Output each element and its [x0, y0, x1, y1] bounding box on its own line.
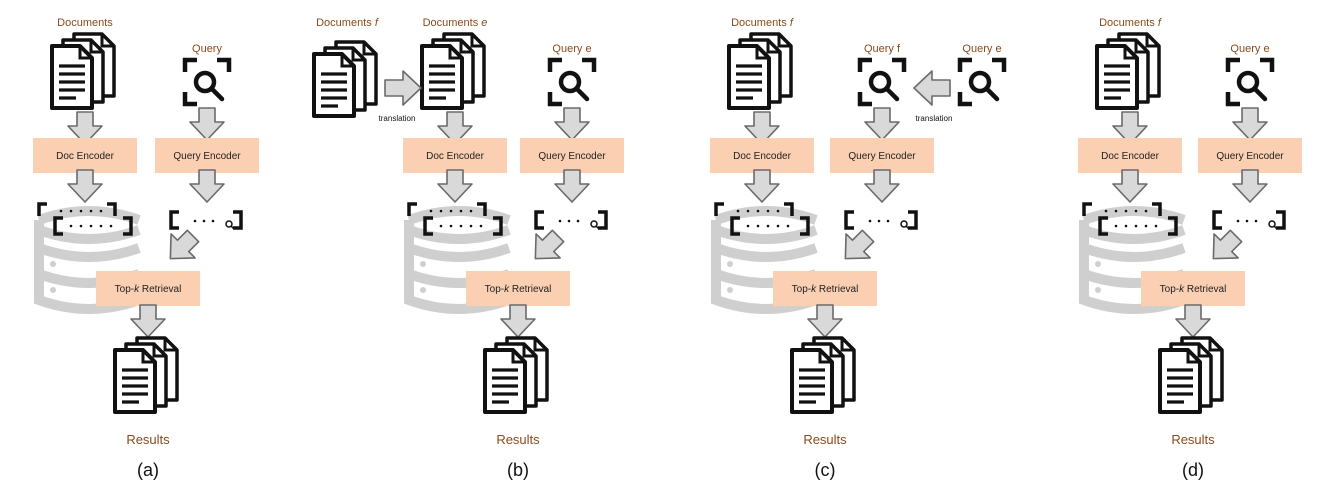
arrow-to-results — [500, 304, 536, 338]
query-encoder-label: Query Encoder — [538, 151, 606, 162]
arrow-to-retrieval — [1200, 223, 1249, 272]
query-encoder-box — [830, 138, 934, 173]
query-icon — [1228, 60, 1272, 104]
source-query-icon — [960, 60, 1004, 104]
documents-label: Documents — [57, 17, 113, 29]
arrow-to-query-encoder — [189, 107, 225, 141]
retrieval-box — [466, 271, 570, 306]
arrow-to-doc-vectors — [67, 169, 103, 203]
query-encoder-box — [520, 138, 624, 173]
doc-encoder-label: Doc Encoder — [733, 151, 791, 162]
retrieval-box — [773, 271, 877, 306]
doc-encoder-label: Doc Encoder — [1101, 151, 1159, 162]
documents-icon — [50, 32, 116, 110]
retrieval-label: Top-k Retrieval — [792, 284, 859, 295]
documents-label: Documents e — [423, 17, 488, 29]
results-icon — [113, 336, 179, 414]
arrow-to-doc-vectors — [437, 169, 473, 203]
panel-b: Documents e Query e Documents f translation… — [312, 17, 624, 480]
query-embedding — [844, 210, 918, 231]
query-encoder-label: Query Encoder — [173, 151, 241, 162]
retrieval-box — [1141, 271, 1245, 306]
arrow-to-query-vector — [189, 169, 225, 203]
translation-arrow — [384, 70, 422, 106]
query-label: Query — [192, 43, 222, 55]
arrow-to-query-vector — [1232, 169, 1268, 203]
arrow-to-query-vector — [554, 169, 590, 203]
query-label: Query e — [552, 43, 591, 55]
doc-encoder-box — [403, 138, 507, 173]
query-encoder-label: Query Encoder — [848, 151, 916, 162]
retrieval-label: Top-k Retrieval — [1160, 284, 1227, 295]
retrieval-box — [96, 271, 200, 306]
arrow-to-doc-vectors — [744, 169, 780, 203]
documents-icon — [420, 32, 486, 110]
arrow-to-query-encoder — [554, 107, 590, 141]
arrow-to-retrieval — [522, 223, 571, 272]
panel-caption: (a) — [137, 460, 159, 480]
query-label: Query f — [864, 43, 901, 55]
doc-encoder-box — [1078, 138, 1182, 173]
documents-label: Documents f — [1099, 17, 1162, 29]
doc-encoder-box — [33, 138, 137, 173]
panel-caption: (c) — [815, 460, 836, 480]
query-icon — [185, 60, 229, 104]
doc-encoder-label: Doc Encoder — [426, 151, 484, 162]
translation-label: translation — [916, 114, 953, 123]
query-icon — [550, 60, 594, 104]
results-icon — [790, 336, 856, 414]
query-embedding — [534, 210, 608, 231]
documents-icon — [727, 32, 793, 110]
results-label: Results — [1171, 432, 1215, 447]
arrow-to-query-vector — [864, 169, 900, 203]
arrow-to-retrieval — [832, 223, 881, 272]
results-label: Results — [496, 432, 540, 447]
arrow-to-doc-vectors — [1112, 169, 1148, 203]
query-icon — [860, 60, 904, 104]
translation-arrow — [913, 70, 951, 106]
query-label: Query e — [1230, 43, 1269, 55]
query-encoder-label: Query Encoder — [1216, 151, 1284, 162]
panel-c: Documents f Query f Query e translationDoc … — [710, 17, 1004, 480]
documents-icon — [1095, 32, 1161, 110]
arrow-to-query-encoder — [1232, 107, 1268, 141]
arrow-to-results — [1175, 304, 1211, 338]
results-icon — [483, 336, 549, 414]
query-encoder-box — [155, 138, 259, 173]
retrieval-label: Top-k Retrieval — [485, 284, 552, 295]
query-encoder-box — [1198, 138, 1302, 173]
panel-d: Documents f Query e Doc Encoder Query Encod… — [1078, 17, 1302, 480]
source-documents-label: Documents f — [316, 17, 379, 29]
query-embedding — [1212, 210, 1286, 231]
translation-label: translation — [379, 114, 416, 123]
arrow-to-results — [130, 304, 166, 338]
results-label: Results — [126, 432, 170, 447]
results-icon — [1158, 336, 1224, 414]
source-documents-icon — [312, 40, 378, 118]
arrow-to-retrieval — [157, 223, 206, 272]
arrow-to-query-encoder — [864, 107, 900, 141]
doc-encoder-box — [710, 138, 814, 173]
results-label: Results — [803, 432, 847, 447]
doc-encoder-label: Doc Encoder — [56, 151, 114, 162]
arrow-to-results — [807, 304, 843, 338]
source-query-label: Query e — [962, 43, 1001, 55]
query-embedding — [169, 210, 243, 231]
documents-label: Documents f — [731, 17, 794, 29]
panel-caption: (d) — [1182, 460, 1204, 480]
retrieval-label: Top-k Retrieval — [115, 284, 182, 295]
panel-caption: (b) — [507, 460, 529, 480]
